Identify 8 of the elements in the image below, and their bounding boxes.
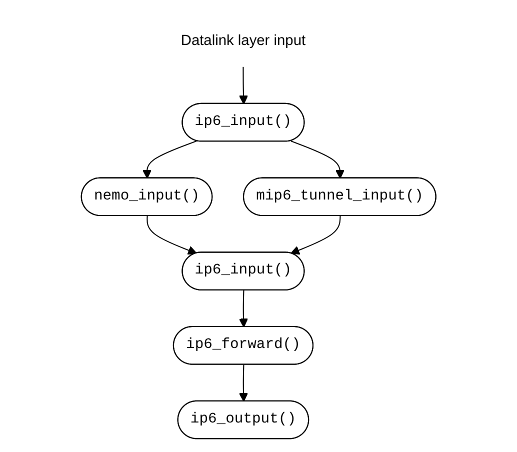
arrow bbox=[238, 66, 248, 104]
arrow bbox=[290, 216, 341, 255]
arrow bbox=[290, 140, 344, 179]
arrow bbox=[142, 140, 197, 179]
arrow bbox=[238, 290, 248, 328]
arrow bbox=[238, 364, 248, 402]
arrow bbox=[146, 216, 197, 255]
node-text: Datalink layer input bbox=[180, 31, 306, 48]
